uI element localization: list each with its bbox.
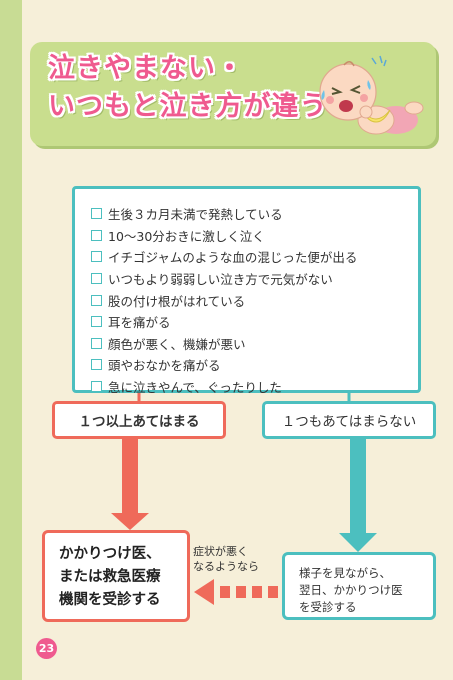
checklist-item[interactable]: 股の付け根がはれている [91, 289, 418, 311]
result-wait-and-see: 様子を見ながら、 翌日、かかりつけ医 を受診する [282, 552, 436, 620]
title-line-1: 泣きやまない・ [48, 53, 244, 84]
checklist-item[interactable]: イチゴジャムのような血の混じった便が出る [91, 246, 418, 268]
branch-no-label: １つもあてはまらない [281, 414, 417, 430]
checkbox-icon[interactable] [91, 229, 102, 241]
worse-note-line: 症状が悪く [193, 545, 248, 558]
checklist-item[interactable]: 頭やおなかを痛がる [91, 354, 418, 376]
checklist-item-label: 股の付け根がはれている [108, 293, 246, 309]
result-right-line: を受診する [299, 600, 357, 614]
title-banner: 泣きやまない・ いつもと泣き方が違う [30, 42, 436, 146]
symptom-checklist: 生後３カ月未満で発熱している 10〜30分おきに激しく泣く イチゴジャムのような… [72, 186, 421, 395]
crying-baby-illustration [319, 55, 424, 135]
checklist-item-label: いつもより弱弱しい泣き方で元気がない [108, 272, 333, 288]
checklist-item-label: 耳を痛がる [108, 315, 171, 331]
checklist-item[interactable]: 耳を痛がる [91, 311, 418, 333]
checkbox-icon[interactable] [91, 359, 102, 371]
result-left-line: または救急医療 [59, 569, 161, 585]
checklist-item-label: 急に泣きやんで、ぐったりした [108, 380, 282, 396]
checkbox-icon[interactable] [91, 381, 102, 393]
down-arrow-icon [339, 439, 377, 552]
checklist-item-label: 頭やおなかを痛がる [108, 358, 221, 374]
checkbox-icon[interactable] [91, 316, 102, 328]
checklist-item-label: 生後３カ月未満で発熱している [108, 207, 283, 223]
checklist-item[interactable]: 顔色が悪く、機嫌が悪い [91, 333, 418, 355]
checkbox-icon[interactable] [91, 208, 102, 220]
worse-note: 症状が悪く なるようなら [193, 544, 259, 574]
checkbox-icon[interactable] [91, 294, 102, 306]
checklist-item-label: 顔色が悪く、機嫌が悪い [108, 336, 246, 352]
result-right-line: 翌日、かかりつけ医 [299, 583, 403, 597]
dashed-left-arrow-icon [194, 579, 278, 605]
result-left-line: 機関を受診する [59, 592, 161, 608]
branch-one-or-more: １つ以上あてはまる [52, 401, 226, 439]
checklist-item[interactable]: いつもより弱弱しい泣き方で元気がない [91, 268, 418, 290]
result-left-line: かかりつけ医、 [59, 546, 161, 562]
checklist-item-label: イチゴジャムのような血の混じった便が出る [108, 250, 358, 266]
side-stripe [0, 0, 22, 680]
result-right-line: 様子を見ながら、 [299, 566, 391, 580]
checkbox-icon[interactable] [91, 251, 102, 263]
result-see-doctor: かかりつけ医、 または救急医療 機関を受診する [42, 530, 190, 622]
checkbox-icon[interactable] [91, 337, 102, 349]
down-arrow-icon [111, 439, 149, 530]
checklist-item[interactable]: 急に泣きやんで、ぐったりした [91, 376, 418, 398]
branch-none: １つもあてはまらない [262, 401, 436, 439]
checklist-item-label: 10〜30分おきに激しく泣く [108, 228, 265, 244]
checklist-item[interactable]: 10〜30分おきに激しく泣く [91, 225, 418, 247]
branch-yes-label: １つ以上あてはまる [78, 414, 200, 430]
title-line-2: いつもと泣き方が違う [48, 91, 328, 122]
checkbox-icon[interactable] [91, 273, 102, 285]
checklist-item[interactable]: 生後３カ月未満で発熱している [91, 203, 418, 225]
page-number: 23 [36, 638, 57, 659]
worse-note-line: なるようなら [193, 560, 259, 573]
